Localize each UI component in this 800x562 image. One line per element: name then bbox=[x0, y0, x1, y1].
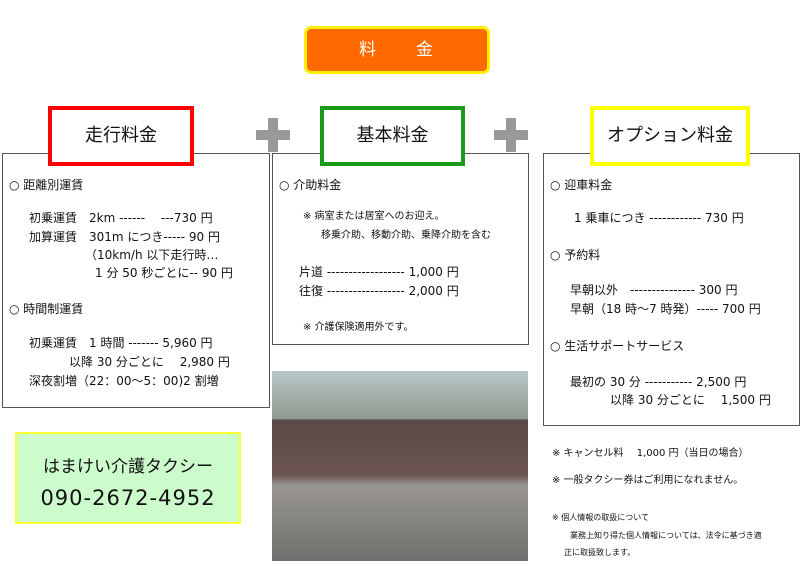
fare-line: 初乗運賃 1 時間 ------- 5,960 円 bbox=[29, 336, 213, 350]
wheelchair-taxi-photo bbox=[272, 371, 528, 561]
note-line: 移乗介助、移動介助、乗降介助を含む bbox=[321, 230, 491, 241]
page-title: 料 金 bbox=[304, 26, 490, 74]
header-basic-fare: 基本料金 bbox=[320, 106, 465, 166]
phone-number: 090-2672-4952 bbox=[40, 486, 216, 510]
note-privacy-title: ※ 個人情報の取扱について bbox=[552, 513, 650, 522]
note-line: ※ 介護保険適用外です。 bbox=[303, 322, 414, 333]
fare-line: 早朝（18 時～7 時発）----- 700 円 bbox=[570, 302, 761, 316]
fare-line: 初乗運賃 2km ------ ---730 円 bbox=[29, 211, 213, 225]
note-taxi-ticket: ※ 一般タクシー券はご利用になれません。 bbox=[552, 475, 744, 486]
fare-line: 以降 30 分ごとに 1,500 円 bbox=[610, 393, 771, 407]
basic-fare-panel: ○ 介助料金 ※ 病室または居室へのお迎え。 移乗介助、移動介助、乗降介助を含む… bbox=[272, 153, 529, 345]
fare-line: 以降 30 分ごとに 2,980 円 bbox=[69, 355, 230, 369]
fare-line: 片道 ------------------ 1,000 円 bbox=[299, 265, 459, 279]
section-heading: ○ 介助料金 bbox=[279, 178, 342, 192]
fare-line: 加算運賃 301m につき----- 90 円 bbox=[29, 230, 220, 244]
fare-line: 早朝以外 --------------- 300 円 bbox=[570, 283, 738, 297]
section-heading: ○ 生活サポートサービス bbox=[550, 339, 685, 353]
section-heading: ○ 距離別運賃 bbox=[9, 178, 84, 192]
company-name: はまけい介護タクシー bbox=[43, 457, 213, 477]
section-heading: ○ 時間制運賃 bbox=[9, 302, 84, 316]
header-option-fare: オプション料金 bbox=[590, 106, 750, 166]
fare-line: （10km/h 以下走行時… bbox=[85, 248, 219, 262]
fare-line: 最初の 30 分 ----------- 2,500 円 bbox=[570, 375, 747, 389]
running-fare-panel: ○ 距離別運賃 初乗運賃 2km ------ ---730 円 加算運賃 30… bbox=[2, 153, 270, 408]
fare-line: 往復 ------------------ 2,000 円 bbox=[299, 284, 459, 298]
note-privacy-body: 業務上知り得た個人情報については、法令に基づき適 bbox=[570, 531, 762, 540]
plus-icon bbox=[494, 118, 528, 152]
fare-line: 深夜割増（22：00～5：00)2 割増 bbox=[29, 374, 219, 388]
section-heading: ○ 予約料 bbox=[550, 248, 601, 262]
header-running-fare: 走行料金 bbox=[48, 106, 194, 166]
option-fare-panel: ○ 迎車料金 1 乗車につき ------------ 730 円 ○ 予約料 … bbox=[543, 153, 800, 426]
plus-icon bbox=[256, 118, 290, 152]
note-cancel-fee: ※ キャンセル料 1,000 円（当日の場合） bbox=[552, 448, 749, 459]
section-heading: ○ 迎車料金 bbox=[550, 178, 613, 192]
note-line: ※ 病室または居室へのお迎え。 bbox=[303, 211, 445, 222]
contact-card: はまけい介護タクシー 090-2672-4952 bbox=[15, 432, 241, 524]
fare-line: 1 分 50 秒ごとに-- 90 円 bbox=[95, 266, 233, 280]
fare-line: 1 乗車につき ------------ 730 円 bbox=[574, 211, 744, 225]
note-privacy-body: 正に取扱致します。 bbox=[564, 548, 636, 557]
